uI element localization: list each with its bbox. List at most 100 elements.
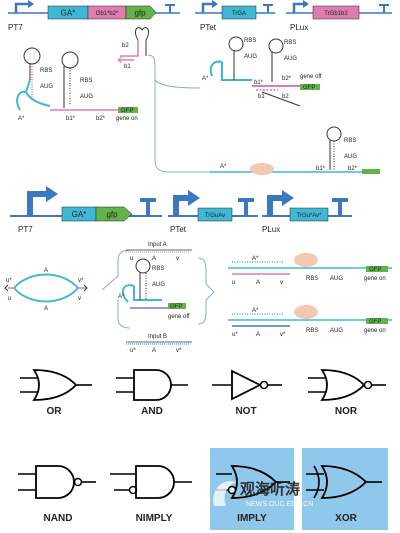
or-label: OR: [47, 406, 63, 417]
bracket-line: [197, 257, 215, 325]
terminator-icon: [263, 4, 273, 13]
gene-on-switch: GFP RBS AUG RBS AUG A* b1* b2* gene on: [16, 47, 138, 122]
translation-state: A* RBS AUG b1* b2*: [210, 126, 380, 175]
rbs-label: RBS: [244, 38, 256, 44]
input-a-label: Input A: [148, 242, 167, 248]
xor-gate: XOR: [302, 448, 388, 530]
v-label: v: [176, 256, 179, 262]
plux-label: PLux: [290, 23, 308, 32]
b2-label: b2: [122, 43, 129, 49]
rbs-label-2: RBS: [284, 40, 296, 46]
nimply-gate: NIMPLY: [110, 465, 192, 524]
top-construct-pt7: GA* Gb1*b2* gfp PT7: [8, 0, 180, 32]
b2-star-label: b2*: [348, 166, 358, 172]
gfp-label: gfp: [106, 210, 118, 219]
v-label: v: [78, 296, 81, 302]
trguav-label: TrGuAv: [205, 213, 225, 219]
aug-label: AUG: [244, 54, 257, 60]
b1-label: b1: [124, 64, 131, 70]
b1-label: b1: [258, 94, 265, 100]
aug-label: AUG: [152, 282, 165, 288]
gfp-box: [366, 266, 388, 272]
connector-line: [147, 54, 380, 173]
b1-star-label: b1*: [254, 80, 264, 86]
a-label: A: [256, 332, 260, 338]
aug-label: AUG: [330, 328, 343, 334]
gene-on-label: gene on: [364, 276, 386, 282]
gfp-box: [168, 303, 186, 309]
or-gate: OR: [20, 369, 92, 417]
gene-off-hairpin: GFP A* RBS AUG gene off: [118, 258, 190, 320]
connector-line: [154, 79, 201, 89]
gfp-box: [300, 84, 320, 90]
gene-on-label: gene on: [116, 116, 138, 122]
rbs-label: RBS: [306, 276, 318, 282]
and-label: AND: [141, 406, 163, 417]
gfp-text: GFP: [303, 85, 315, 91]
gene-on-row-b: GFP A* u* A v* RBS AUG gene on: [228, 305, 392, 338]
a-label: A: [44, 268, 48, 274]
aug-label: AUG: [344, 154, 357, 160]
gb1b2-label: Gb1*b2*: [96, 11, 119, 17]
u-star-label: u*: [232, 332, 238, 338]
xor-background: [302, 448, 388, 530]
nimply-label: NIMPLY: [136, 513, 173, 524]
terminator-icon: [332, 198, 348, 216]
u-label: u: [8, 296, 11, 302]
terminator-icon: [165, 4, 175, 13]
u-star-label: u*: [130, 348, 136, 354]
not-label: NOT: [235, 406, 256, 417]
trgb1b2-label: TrGb1b2: [324, 11, 348, 17]
rbs-label: RBS: [40, 68, 52, 74]
gfp-box: [366, 318, 388, 324]
u-star-label: u*: [6, 278, 12, 284]
u-label: u: [130, 256, 133, 262]
plux-label: PLux: [262, 225, 280, 234]
wave-logo-icon: [213, 481, 236, 506]
rbs-label: RBS: [152, 266, 164, 272]
trga-label: TrGA: [232, 11, 246, 17]
xor-label: XOR: [335, 513, 357, 524]
v-star-label: v*: [176, 348, 182, 354]
rbs-label: RBS: [344, 138, 356, 144]
trigger-loop: u* v* A A u v: [4, 268, 88, 312]
mid-construct-plux: TrGu*Av* PLux: [262, 190, 352, 234]
aug-label-2: AUG: [80, 94, 93, 100]
input-b-label: Input B: [148, 334, 167, 340]
not-gate: NOT: [212, 369, 282, 417]
gfp-part: [125, 5, 157, 20]
gfp-box: [362, 169, 380, 174]
a-star-label: A*: [118, 294, 125, 300]
terminator-icon: [238, 198, 254, 216]
trguav-star-label: TrGu*Av*: [296, 213, 322, 219]
a-label-2: A: [44, 306, 48, 312]
ga-star-label: GA*: [72, 210, 87, 219]
mid-construct-pt7: GA* gfp PT7: [10, 186, 162, 234]
gfp-label: gfp: [134, 9, 146, 18]
b1-star-label: b1*: [66, 116, 76, 122]
top-construct-plux: TrGb1b2 PLux: [286, 0, 392, 32]
trguav-star-part: [289, 207, 329, 222]
gene-off-switch: GFP A* RBS AUG RBS AUG b1* b2* gene off …: [202, 36, 322, 107]
top-construct-ptet: TrGA PTet: [195, 0, 275, 32]
b2-star-label: b2*: [282, 76, 292, 82]
nor-gate: NOR: [308, 369, 386, 417]
pt7-label: PT7: [18, 225, 33, 234]
nand-gate: NAND: [18, 465, 96, 524]
trgb1b2-part: [312, 5, 360, 20]
trigger-hairpin-b2: b2 b1: [117, 27, 149, 70]
watermark: 观海听涛 NEWS.OUC.EDU.CN: [213, 480, 313, 508]
aug-label: AUG: [330, 276, 343, 282]
gfp-text: GFP: [170, 304, 182, 310]
ribosome-icon: [294, 253, 318, 267]
and-gate: AND: [116, 369, 188, 417]
gene-off-label: gene off: [168, 314, 190, 320]
imply-label: IMPLY: [237, 513, 267, 524]
rbs-label-2: RBS: [80, 78, 92, 84]
terminator-icon: [379, 4, 389, 13]
rbs-label: RBS: [306, 328, 318, 334]
gfp-box: [118, 107, 138, 113]
a-star-label: A*: [252, 308, 259, 314]
pt7-label: PT7: [8, 23, 23, 32]
